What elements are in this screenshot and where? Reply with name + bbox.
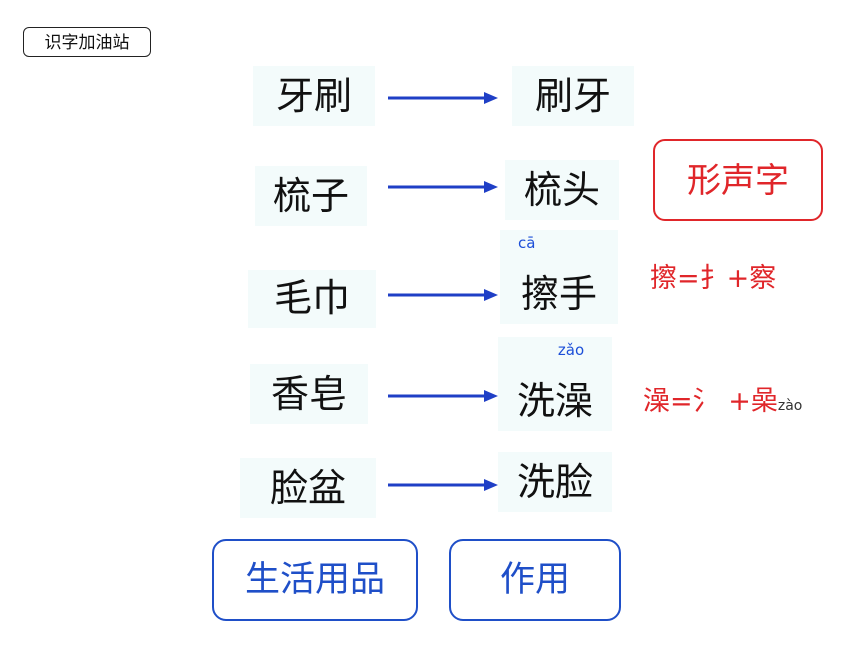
formula-zao-text: 澡=氵 +喿 [643, 386, 778, 417]
formula-ca: 擦=扌+察 [650, 263, 777, 294]
arrow-4 [388, 390, 498, 402]
word-comb-hair: 梳头 [505, 160, 619, 220]
arrow-2 [388, 181, 498, 193]
word-wipe-hands: cā 擦手 [500, 230, 618, 324]
pinyin-ca: cā [518, 234, 536, 252]
word-towel: 毛巾 [248, 270, 376, 328]
word-comb: 梳子 [255, 166, 367, 226]
xingsheng-label: 形声字 [653, 139, 823, 221]
category-items: 生活用品 [212, 539, 418, 621]
arrow-3 [388, 289, 498, 301]
word-bathe-text: 洗澡 [516, 379, 593, 423]
word-toothbrush: 牙刷 [253, 66, 375, 126]
section-badge: 识字加油站 [23, 27, 151, 57]
word-brush-teeth: 刷牙 [512, 66, 634, 126]
pinyin-zao: zǎo [557, 341, 585, 359]
word-wash-face: 洗脸 [498, 452, 612, 512]
category-usage: 作用 [449, 539, 621, 621]
arrow-1 [388, 92, 498, 104]
word-soap: 香皂 [250, 364, 368, 424]
word-basin: 脸盆 [240, 458, 376, 518]
arrow-5 [388, 479, 498, 491]
formula-zao: 澡=氵 +喿zào [643, 379, 802, 418]
word-bathe: zǎo 洗澡 [498, 337, 612, 431]
word-wipe-hands-text: 擦手 [520, 272, 597, 316]
formula-zao-pinyin: zào [777, 398, 803, 414]
